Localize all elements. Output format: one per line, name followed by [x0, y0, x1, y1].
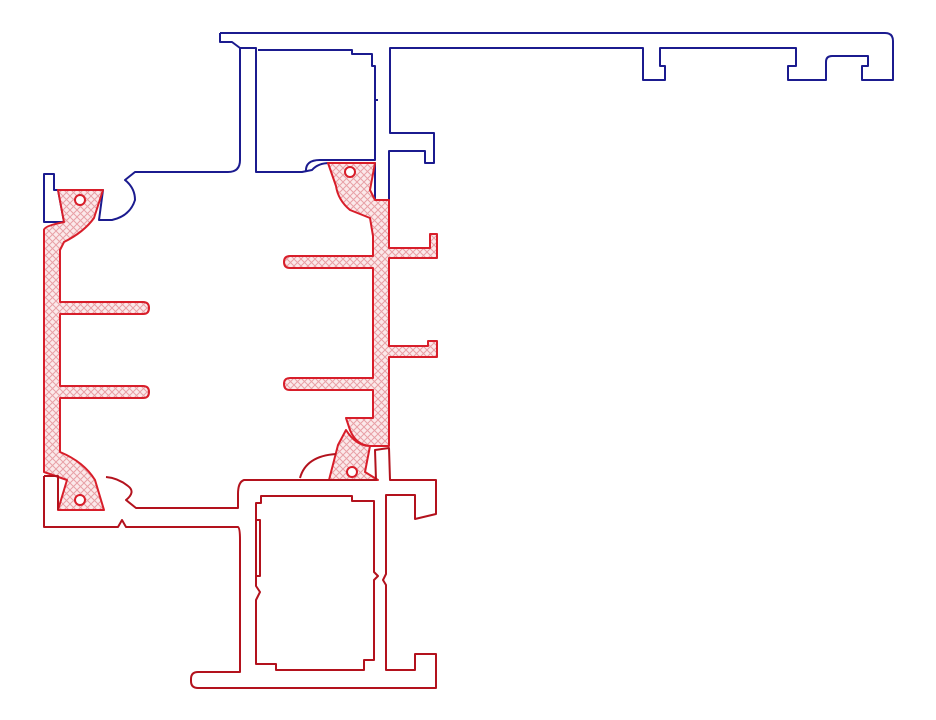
slot-bottom-right [346, 466, 358, 478]
lower-left-foot [44, 475, 59, 510]
upper-left-lip [219, 33, 241, 49]
slot-bottom-left [74, 494, 86, 506]
slot-top-left [74, 194, 86, 206]
upper-frame-profile [43, 32, 894, 223]
lower-outer-outline [43, 447, 437, 689]
lower-chamber-left-notch [256, 519, 261, 577]
top-rail-outline [43, 32, 894, 223]
thermal-break [43, 162, 438, 511]
slot-top-right [344, 166, 356, 178]
lower-curve-right [299, 453, 337, 479]
thermal-break-top-dovetail [283, 162, 438, 447]
thermal-break-left-bar [43, 189, 150, 511]
upper-inner-chamber [258, 49, 376, 173]
lower-inner-chamber [255, 495, 379, 671]
lower-sash-profile [43, 447, 437, 689]
